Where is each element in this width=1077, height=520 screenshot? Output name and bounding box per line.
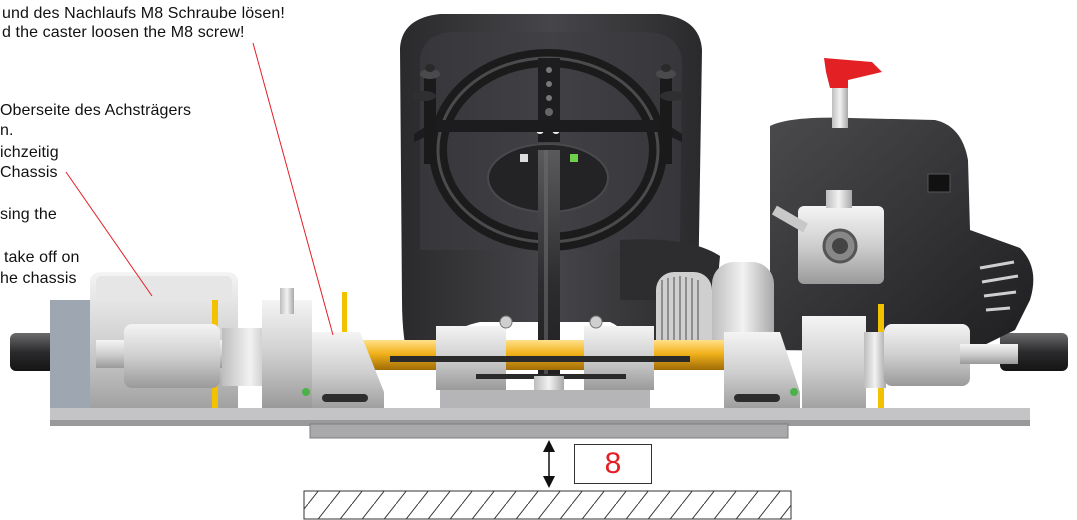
spoke-hole xyxy=(546,67,552,73)
right-post-nut xyxy=(656,69,676,79)
right-kingpin-block xyxy=(802,316,866,416)
carburetor-top xyxy=(826,190,852,208)
leader-line-top xyxy=(252,42,334,336)
annotation-left-line-7: he chassis xyxy=(0,270,77,287)
leader-line-left xyxy=(65,171,153,297)
left-post-base xyxy=(412,91,436,101)
right-green-dot xyxy=(790,388,798,396)
annotation-left-line-4: Chassis xyxy=(0,164,58,181)
green-marker xyxy=(570,154,578,162)
right-steering-knuckle xyxy=(724,332,800,412)
double-arrow-icon xyxy=(543,440,555,488)
engine-block xyxy=(770,117,1034,353)
annotation-left-line-2: n. xyxy=(0,122,14,139)
right-post-base xyxy=(660,91,684,101)
ground-hatch-icon xyxy=(303,490,792,520)
annotation-top-de: und des Nachlaufs M8 Schraube lösen! xyxy=(2,5,285,22)
right-knuckle-slot xyxy=(734,394,780,402)
tie-rod xyxy=(390,356,690,362)
left-green-dot xyxy=(302,388,310,396)
spoke-hole xyxy=(546,81,552,87)
left-brake-disc-2 xyxy=(342,292,347,356)
right-post-top xyxy=(661,64,671,72)
center-bolt xyxy=(589,315,603,329)
steering-column-highlight xyxy=(544,150,548,420)
engine-fins xyxy=(979,260,1019,312)
right-hub-body xyxy=(884,324,970,386)
left-tank-top xyxy=(96,276,232,302)
chassis-rail xyxy=(50,408,1030,422)
annotation-left-line-1: Oberseite des Achsträgers xyxy=(0,102,192,119)
left-post-nut xyxy=(420,69,440,79)
left-stub-bolt xyxy=(280,288,294,314)
spoke-hole xyxy=(546,95,552,101)
left-steering-knuckle xyxy=(312,332,384,412)
measurement-value-box: 8 xyxy=(574,444,652,484)
left-block-backplate xyxy=(50,300,94,416)
chassis-plate xyxy=(309,423,789,439)
carburetor-port-inner xyxy=(832,238,848,254)
right-wheel-hub xyxy=(960,344,1018,364)
center-bolt xyxy=(499,315,513,329)
left-hub-body xyxy=(124,324,220,388)
left-post-top xyxy=(425,64,435,72)
engine-vent xyxy=(927,173,951,193)
annotation-left-line-5: sing the xyxy=(0,206,57,223)
left-knuckle-slot xyxy=(322,394,368,402)
annotation-left-line-3: ichzeitig xyxy=(0,144,59,161)
throttle-stem xyxy=(832,80,848,128)
steering-bar xyxy=(414,120,682,142)
annotation-top-en: d the caster loosen the M8 screw! xyxy=(2,24,245,41)
chassis-rail-shadow xyxy=(50,420,1030,426)
annotation-left-line-6: take off on xyxy=(4,249,80,266)
right-hub-nut xyxy=(864,332,886,388)
gear-teeth xyxy=(661,276,699,360)
spoke-hole xyxy=(545,108,553,116)
white-marker xyxy=(520,154,528,162)
throttle-knob xyxy=(824,58,882,88)
left-post xyxy=(424,74,436,164)
carburetor-arm xyxy=(771,205,809,233)
right-post xyxy=(660,74,672,164)
